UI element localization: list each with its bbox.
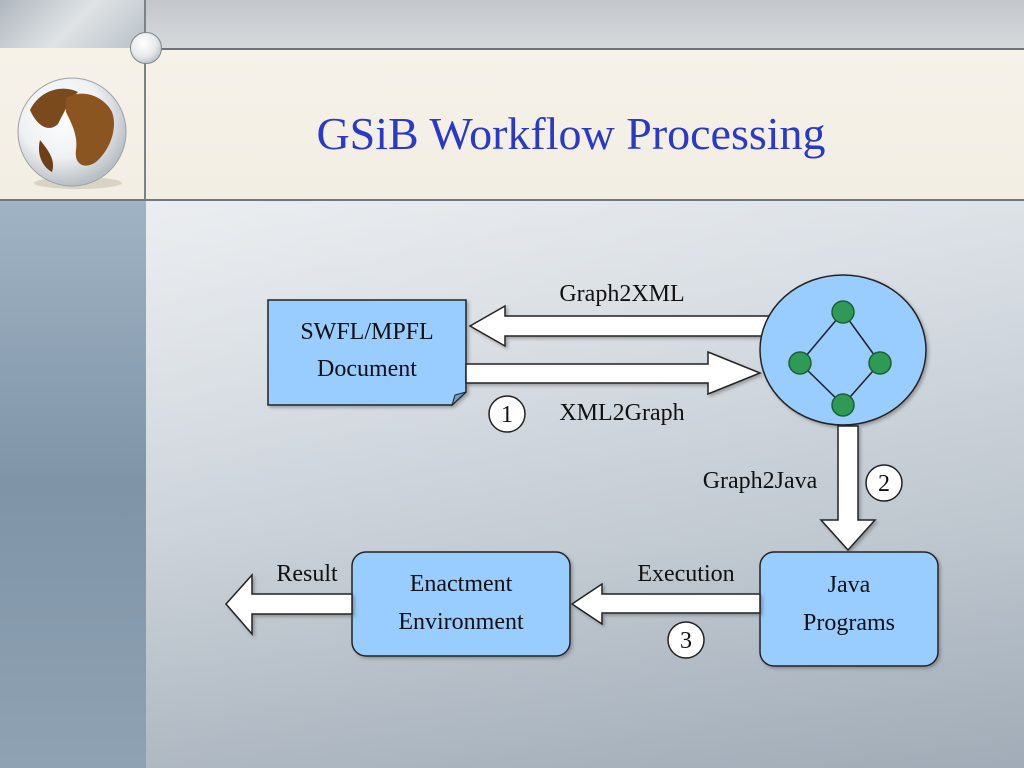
graph-node	[759, 274, 927, 426]
execution-label: Execution	[637, 561, 734, 587]
enactment-label-line2: Environment	[398, 609, 524, 635]
document-label-line2: Document	[317, 356, 417, 382]
globe-logo-icon	[17, 77, 127, 189]
xml2graph-arrow	[465, 350, 763, 396]
header-divider	[144, 0, 146, 200]
graph2xml-arrow	[468, 304, 771, 348]
header-top-strip	[146, 0, 1024, 50]
graph-vertex-bottom	[831, 393, 855, 417]
enactment-label-line1: Enactment	[410, 571, 513, 597]
step-2-label: 2	[878, 471, 890, 497]
divider-knob	[130, 32, 162, 64]
java-label-line2: Programs	[803, 610, 895, 636]
step-1-badge: 1	[488, 395, 526, 433]
graph2java-arrow	[819, 425, 877, 552]
document-label-line1: SWFL/MPFL	[300, 319, 433, 345]
graph-vertex-top	[831, 300, 855, 324]
left-panel	[0, 201, 146, 768]
graph-vertex-left	[788, 351, 812, 375]
result-label: Result	[276, 561, 338, 587]
header-corner	[0, 0, 146, 48]
enactment-environment-node: Enactment Environment	[351, 551, 571, 657]
step-2-badge: 2	[865, 464, 903, 502]
graph2java-label: Graph2Java	[703, 468, 818, 494]
java-programs-node: Java Programs	[759, 551, 939, 667]
step-3-label: 3	[680, 628, 692, 654]
xml2graph-label: XML2Graph	[559, 400, 684, 426]
graph-vertex-right	[868, 351, 892, 375]
java-label-line1: Java	[828, 572, 871, 598]
header-bottom-line	[0, 199, 1024, 201]
result-arrow	[225, 573, 353, 637]
graph2xml-label: Graph2XML	[559, 281, 684, 307]
page-title: GSiB Workflow Processing	[316, 108, 826, 159]
step-3-badge: 3	[667, 621, 705, 659]
step-1-label: 1	[501, 402, 513, 428]
execution-arrow	[570, 582, 761, 626]
document-node: SWFL/MPFL Document	[267, 299, 467, 407]
